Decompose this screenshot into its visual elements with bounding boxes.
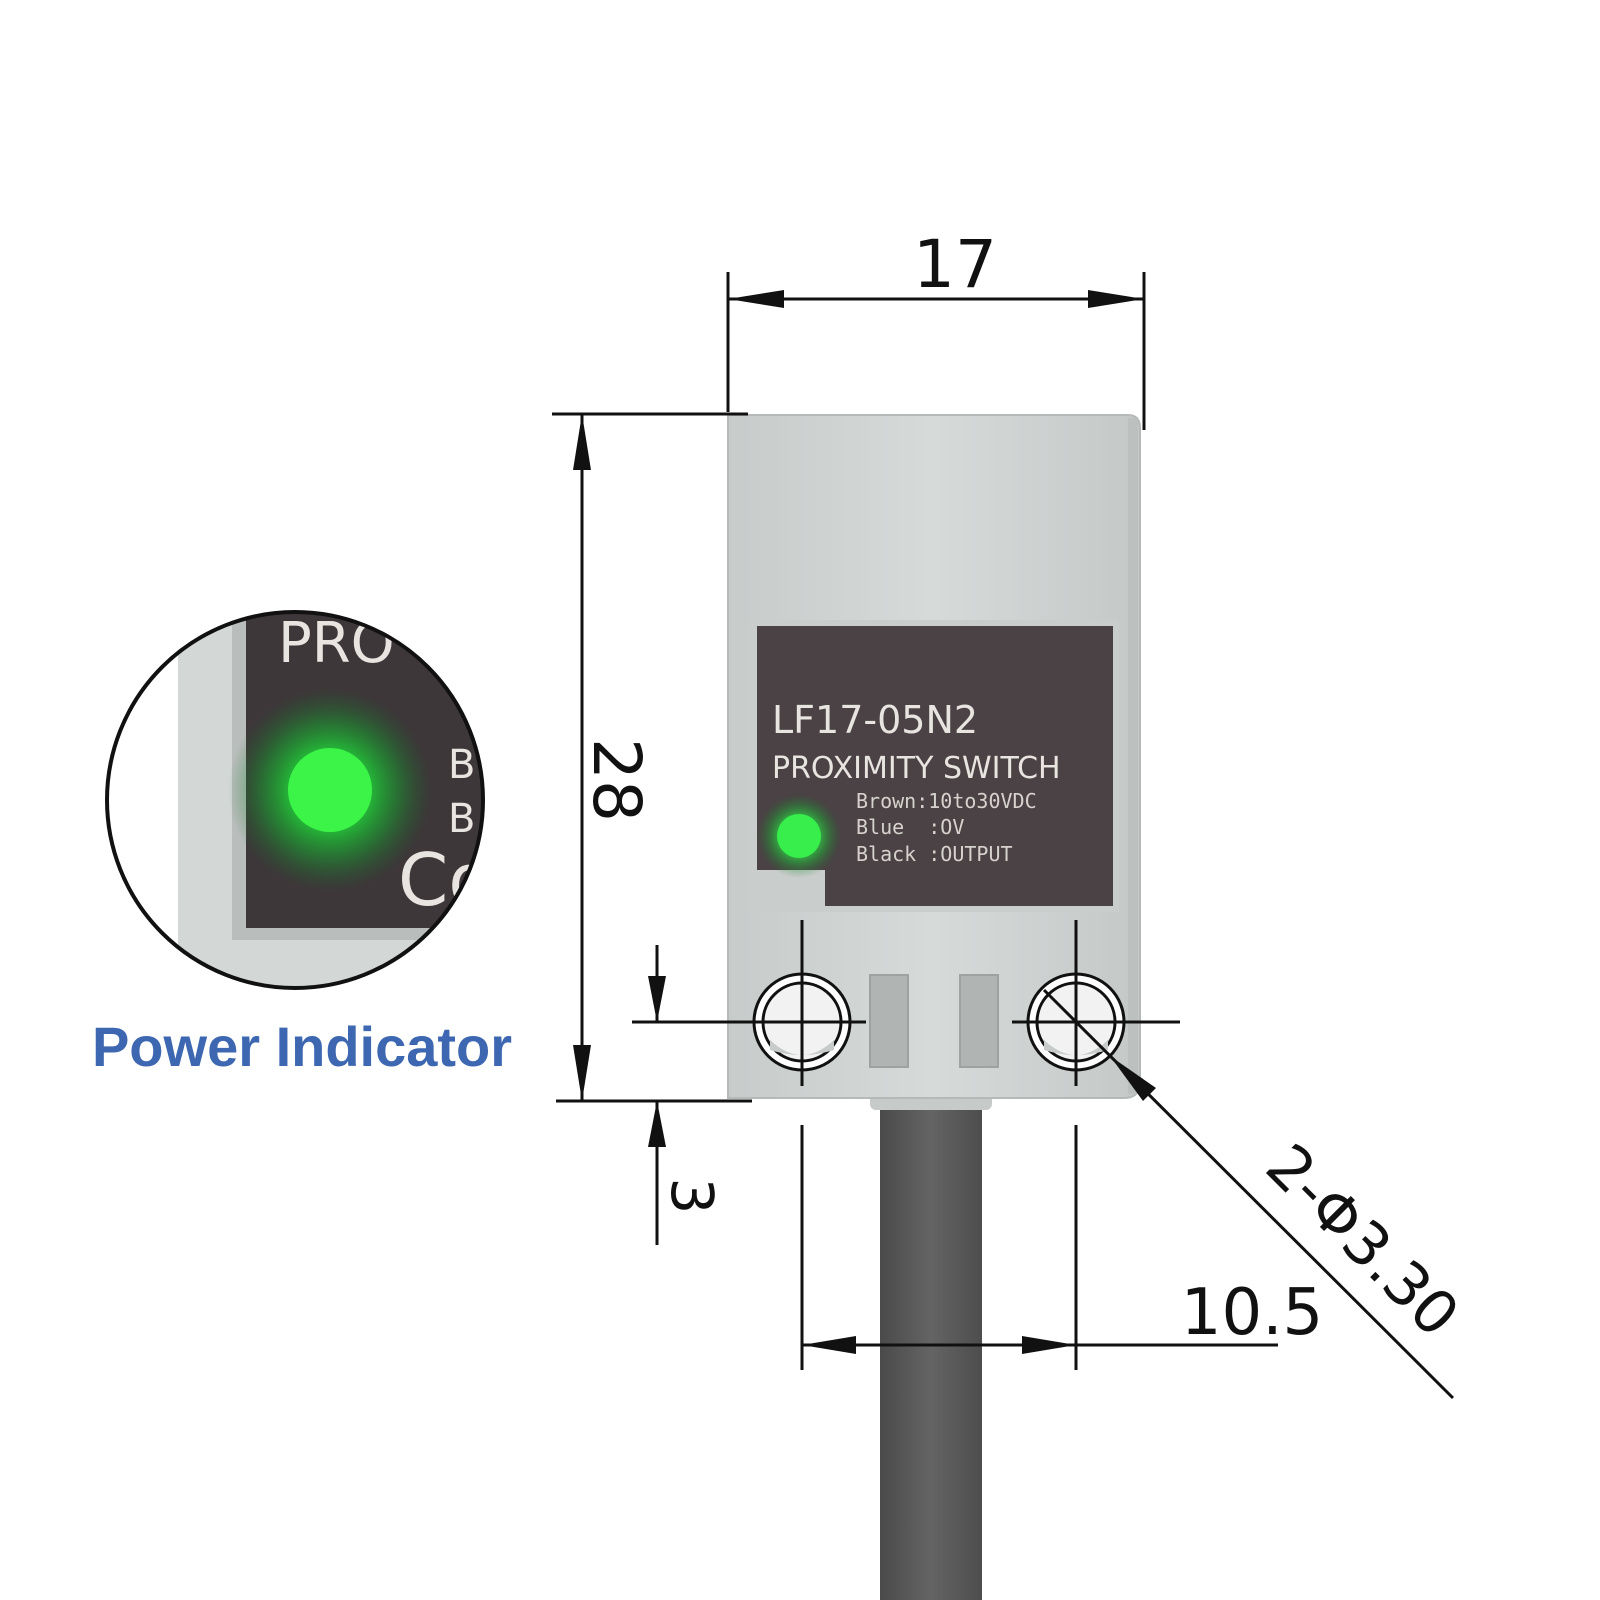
inset-border [105, 610, 485, 990]
inset-wire-initial-1: B [448, 742, 475, 788]
model-number: LF17-05N2 [772, 698, 978, 742]
power-indicator-label: Power Indicator [92, 1015, 512, 1078]
led-core [777, 814, 821, 858]
wiring-black: Black :OUTPUT [856, 842, 1013, 866]
wiring-brown: Brown:10to30VDC [856, 789, 1037, 813]
product-type: PROXIMITY SWITCH [772, 751, 1061, 786]
dim-height-label: 28 [578, 738, 655, 822]
housing-slot-right [959, 974, 999, 1068]
dim-offset-label: 3 [658, 1178, 726, 1215]
dim-spacing-label: 10.5 [1181, 1276, 1324, 1350]
inset-wire-initial-2: B [448, 796, 475, 842]
housing-right-edge [1128, 418, 1138, 1094]
inset-text-prefix: PRO [278, 611, 395, 676]
wiring-blue: Blue :OV [856, 815, 964, 839]
dimension-arrows [573, 290, 1156, 1354]
inset-text-fragment: Co [398, 838, 492, 922]
dim-width-label: 17 [913, 226, 997, 303]
cable [880, 1098, 982, 1600]
housing-slot-left [869, 974, 909, 1068]
